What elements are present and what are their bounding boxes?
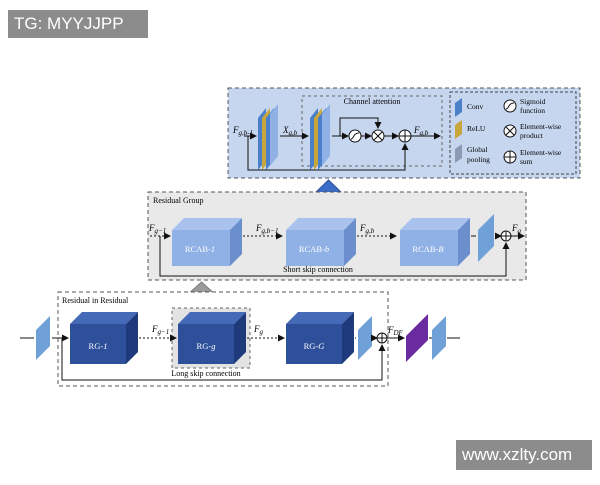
residual-in-residual-panel: Residual in Residual RG-1 RG-g RG-G [20, 291, 405, 387]
svg-text:RG-1: RG-1 [89, 341, 108, 351]
svg-text:Fg: Fg [511, 223, 522, 235]
channel-attention-title: Channel attention [344, 97, 401, 106]
svg-text:Fg: Fg [253, 324, 264, 336]
rg-mid1-label: F [255, 223, 262, 233]
long-skip-label: Long skip connection [171, 369, 240, 378]
legend-relu-label: ReLU [467, 124, 486, 133]
svg-text:Fg,b-1: Fg,b-1 [232, 125, 253, 137]
ca-conv-stack-1 [258, 104, 278, 170]
svg-text:RCAB-1: RCAB-1 [185, 244, 215, 254]
legend: Conv ReLU Global pooling Sigmoid functio… [449, 91, 577, 175]
svg-text:RCAB-B: RCAB-B [412, 244, 443, 254]
svg-text:Xg,b: Xg,b [282, 125, 298, 137]
legend-pooling-icon [455, 144, 462, 163]
residual-group-panel: Residual Group RCAB-1 RCAB-b RCAB-B [147, 191, 527, 281]
ca-conv-stack-2 [310, 104, 330, 170]
watermark-top: TG: MYYJJPP [8, 10, 148, 38]
legend-sigmoid-icon [503, 99, 517, 113]
rcab-block-B: RCAB-B [400, 218, 470, 266]
rir-mid-in-sub: g−1 [158, 328, 170, 336]
rir-mid-out-sub: g [260, 328, 264, 336]
rg-mid2-sub: g,b [366, 227, 375, 235]
residual-group-title: Residual Group [153, 196, 203, 205]
svg-text:RG-g: RG-g [197, 341, 216, 351]
legend-product-label-2: product [520, 131, 544, 140]
rg-output-sub: g [518, 227, 522, 235]
upsample-block [406, 314, 428, 362]
rg-g-label: RG- [197, 341, 212, 351]
rg-block-1: RG-1 [70, 312, 138, 364]
legend-sum-label-1: Element-wise [520, 148, 562, 157]
rg-1-index: 1 [103, 341, 107, 351]
rg-mid2-label: F [359, 223, 366, 233]
rir-title: Residual in Residual [62, 296, 129, 305]
rcab-block-b: RCAB-b [286, 218, 356, 266]
legend-conv-icon [455, 98, 462, 117]
rcab-1-label: RCAB- [185, 244, 211, 254]
rg-g-index: g [211, 341, 215, 351]
ca-output-label: F [413, 125, 420, 135]
rcab-b-label: RCAB- [299, 244, 325, 254]
watermark-bottom: www.xzlty.com [456, 440, 592, 470]
rg-block-G: RG-G [286, 312, 354, 364]
svg-text:FDF: FDF [387, 325, 404, 337]
legend-relu-icon [455, 120, 462, 139]
legend-pooling-label-1: Global [467, 145, 487, 154]
rcab-B-index: B [438, 244, 443, 254]
rcab-1-index: 1 [211, 244, 215, 254]
fdf-sub: DF [393, 329, 404, 337]
svg-text:Fg,b: Fg,b [359, 223, 375, 235]
ca-sigmoid-icon [348, 129, 362, 143]
rg-tail-conv [478, 214, 494, 262]
legend-sigmoid-label-1: Sigmoid [520, 97, 546, 106]
rir-mid-in-label: F [151, 324, 158, 334]
rir-tail-conv [358, 316, 372, 360]
short-skip-label: Short skip connection [283, 265, 353, 274]
legend-product-label-1: Element-wise [520, 122, 562, 131]
rcab-block-1: RCAB-1 [172, 218, 242, 266]
rg-block-g: RG-g [178, 312, 246, 364]
rg-input-label: F [148, 223, 155, 233]
svg-text:RG-G: RG-G [304, 341, 325, 351]
rg-input-sub: g−1 [155, 227, 167, 235]
rg-mid1-sub: g,b−1 [262, 227, 279, 235]
legend-sum-label-2: sum [520, 157, 533, 166]
ca-mid-sub: g,b [289, 129, 298, 137]
head-conv [36, 316, 50, 360]
svg-text:Fg,b: Fg,b [413, 125, 429, 137]
rcab-B-label: RCAB- [412, 244, 438, 254]
final-conv [432, 316, 446, 360]
channel-attention-inner-box [301, 95, 443, 167]
legend-conv-label: Conv [467, 102, 484, 111]
legend-pooling-label-2: pooling [467, 155, 490, 164]
legend-sigmoid-label-2: function [520, 106, 545, 115]
ca-mid-label: X [282, 125, 289, 135]
ca-input-sub: g,b-1 [239, 129, 254, 137]
fdf-label: F [387, 325, 394, 335]
rcab-b-index: b [325, 244, 329, 254]
svg-text:Fg−1: Fg−1 [151, 324, 169, 336]
rir-mid-out-label: F [253, 324, 260, 334]
rg-G-index: G [318, 341, 324, 351]
rg-G-label: RG- [304, 341, 319, 351]
ca-output-sub: g,b [420, 129, 429, 137]
svg-text:Fg,b−1: Fg,b−1 [255, 223, 278, 235]
svg-text:Fg−1: Fg−1 [148, 223, 166, 235]
rg-1-label: RG- [89, 341, 104, 351]
rg-output-label: F [511, 223, 518, 233]
svg-text:RCAB-b: RCAB-b [299, 244, 329, 254]
ca-input-label: F [232, 125, 239, 135]
